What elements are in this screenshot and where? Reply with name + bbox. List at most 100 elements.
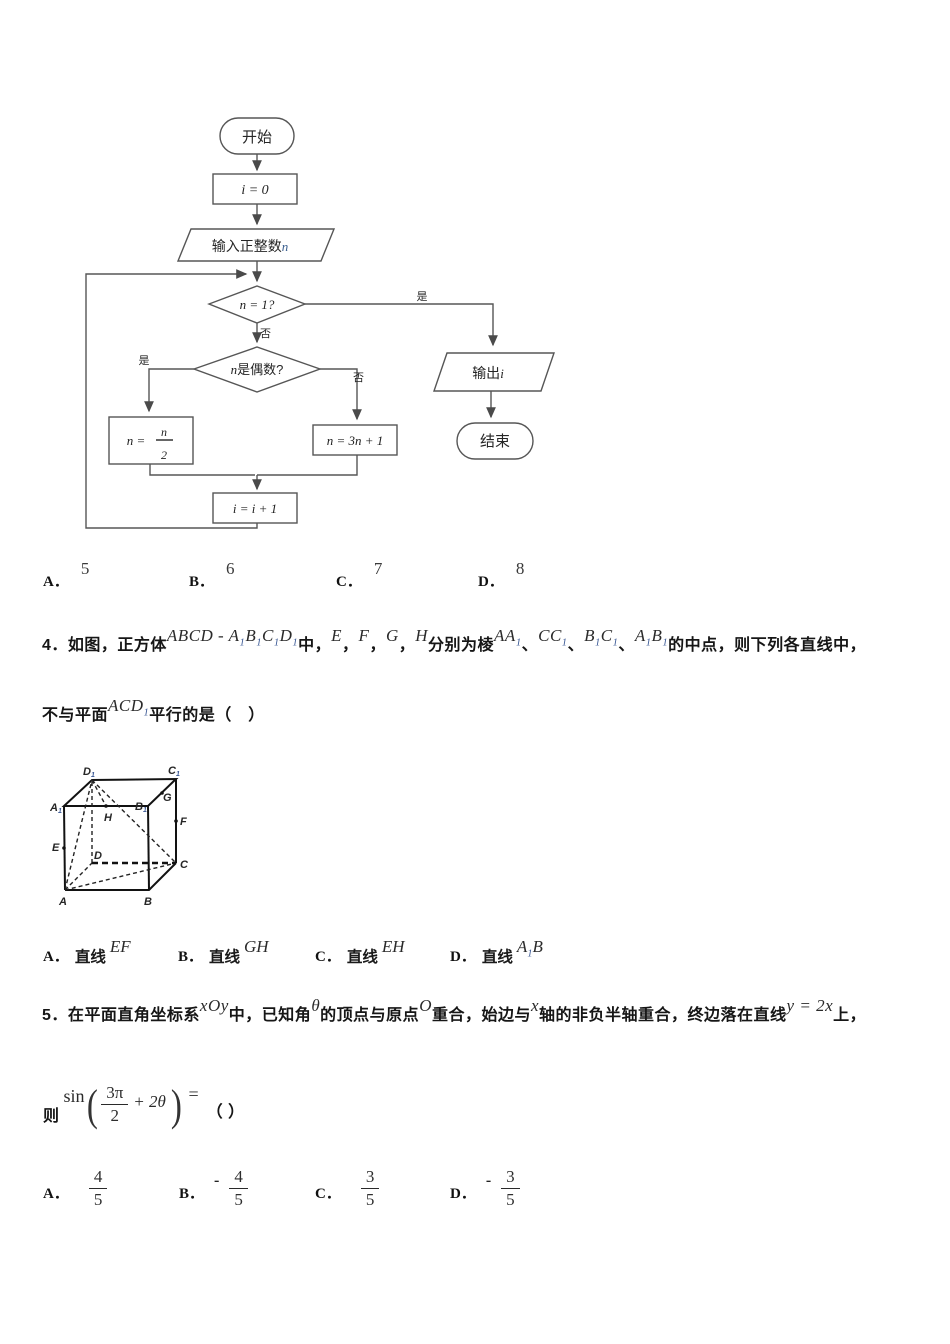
separator: 、 [521, 637, 539, 654]
cube-diagonal-ad1 [64, 779, 93, 891]
option-value: 8 [515, 559, 525, 578]
q4-cube-name: ABCD - A1B1C1D1 [166, 626, 299, 649]
q4-text: 的中点，则下列各直线中， [668, 637, 867, 654]
q5-x-axis: x [530, 996, 540, 1015]
cube-figure: D1 C1 A1 B1 G H F E D C A B [50, 765, 189, 908]
option-value: 7 [373, 559, 383, 578]
flowchart-triple-node [312, 424, 398, 456]
separator: ， [369, 637, 386, 654]
cube-label-a1: A1 [50, 802, 62, 815]
flow-loop-back [85, 269, 258, 529]
flowchart-incr-label: i = i + 1 [233, 501, 277, 516]
fraction-numerator: 4 [229, 1168, 248, 1189]
option-letter: D． [450, 949, 476, 965]
q4-edge-cc1: CC1 [538, 626, 568, 649]
flowchart-yes1-label: 是 [417, 290, 428, 303]
cube-midpoint-g-dot [160, 791, 164, 795]
q5-text: 轴的非负半轴重合，终边落在直线 [539, 1007, 787, 1024]
option-word: 直线 [346, 949, 378, 966]
q5-option-b: B． - 4 5 [179, 1168, 248, 1209]
cube-label-b1: B1 [135, 801, 147, 814]
cube-top-face [61, 777, 179, 807]
equals-sign: = [188, 1084, 199, 1104]
left-paren: ( [86, 1081, 98, 1130]
cube-label-c1: C1 [168, 765, 180, 778]
q4-edge-aa1: AA1 [494, 626, 522, 649]
cube-hidden-edge-ad [64, 862, 93, 891]
q5-angle-theta: θ [311, 996, 321, 1015]
cube-label-c: C [180, 859, 189, 871]
q4-point-e: E [331, 626, 343, 645]
flowchart-half-num: n [161, 425, 167, 439]
q4-statement-line1: 4．如图，正方体ABCD - A1B1C1D1中，E，F，G，H分别为棱AA1、… [42, 626, 932, 667]
option-letter: B． [189, 574, 215, 590]
q5-line-equation: y = 2x [786, 996, 834, 1015]
flowchart-end-node [456, 422, 534, 460]
cube-diagonal-ac [64, 862, 177, 891]
option-value: 5 [80, 559, 90, 578]
option-letter: C． [315, 949, 341, 965]
fraction-numerator: 3π [101, 1084, 129, 1105]
flowchart-no1-label: 否 [260, 328, 271, 340]
q4-text: 如图，正方体 [67, 637, 167, 654]
cube-label-f: F [180, 816, 187, 828]
flowchart-figure: 开始 i = 0 输入正整数n n = 1? 是 否 n是偶数? 是 否 n =… [85, 117, 555, 529]
q5-statement-line1: 5．在平面直角坐标系xOy中，已知角θ的顶点与原点O重合，始边与x轴的非负半轴重… [42, 996, 937, 1031]
flowchart-half-node [108, 416, 194, 465]
cube-midpoint-f-dot [174, 819, 178, 823]
flowchart-half-den: 2 [161, 448, 167, 462]
q4-number: 4． [42, 637, 68, 654]
cube-diagonal-d1c [91, 779, 177, 864]
q5-then: 则 [43, 1108, 60, 1125]
q4-text: 分别为棱 [428, 637, 495, 654]
cube-midpoint-h-dot [104, 804, 108, 808]
q4-option-c: C． 直线 EH [315, 937, 405, 967]
fraction-denominator: 2 [110, 1106, 119, 1125]
q4-point-g: G [385, 626, 399, 645]
fraction-denominator: 5 [234, 1190, 243, 1209]
q5-coord-system: xOy [199, 996, 229, 1015]
flowchart-incr-node [212, 492, 298, 524]
option-math: A1B [516, 937, 543, 960]
plus-two-theta: + 2θ [133, 1092, 166, 1111]
q4-plane-acd1: ACD1 [108, 696, 150, 719]
option-letter: D． [450, 1186, 476, 1202]
option-value: 6 [226, 559, 235, 578]
option-word: 直线 [481, 949, 513, 966]
option-word: 直线 [209, 949, 241, 966]
fraction-denominator: 5 [93, 1190, 103, 1209]
option-fraction: 4 5 [88, 1168, 108, 1209]
q4-option-a: A． 直线 EF [43, 937, 131, 967]
flow-yes-branch [305, 303, 498, 347]
flowchart-triple-label: n = 3n + 1 [327, 433, 384, 448]
q3-option-c: C． 7 [336, 559, 382, 591]
q4-statement-line2: 不与平面ACD1平行的是（ ） [42, 696, 265, 737]
q4-point-h: H [415, 626, 429, 645]
fraction-numerator: 3 [501, 1168, 520, 1189]
q5-text: 重合，始边与 [431, 1007, 531, 1024]
flowchart-output-node [433, 352, 555, 392]
fraction-numerator: 4 [88, 1168, 108, 1189]
q5-option-d: D． - 3 5 [450, 1168, 520, 1209]
flowchart-decision2-label: n是偶数? [231, 362, 284, 377]
flowchart-start-label: 开始 [242, 129, 272, 146]
flow-even-yes-branch [144, 368, 194, 413]
option-letter: C． [336, 574, 362, 590]
option-fraction: 3 5 [360, 1168, 380, 1209]
option-letter: A． [43, 1186, 69, 1202]
option-sign: - [485, 1172, 492, 1189]
option-letter: C． [315, 1186, 341, 1202]
q3-option-b: B． 6 [189, 559, 235, 591]
formula-fraction: 3π 2 [101, 1084, 129, 1125]
option-math: EF [109, 937, 131, 956]
option-math: EH [381, 937, 405, 956]
q4-text: 不与平面 [42, 707, 109, 724]
q5-text: 中，已知角 [228, 1007, 312, 1024]
cube-midpoint-e-dot [62, 846, 66, 850]
option-sign: - [214, 1172, 220, 1189]
q5-text: 上， [833, 1007, 867, 1024]
cube-label-g: G [163, 792, 172, 804]
separator: 、 [567, 637, 585, 654]
cube-segment-d1h [91, 779, 107, 807]
option-letter: B． [179, 1186, 205, 1202]
